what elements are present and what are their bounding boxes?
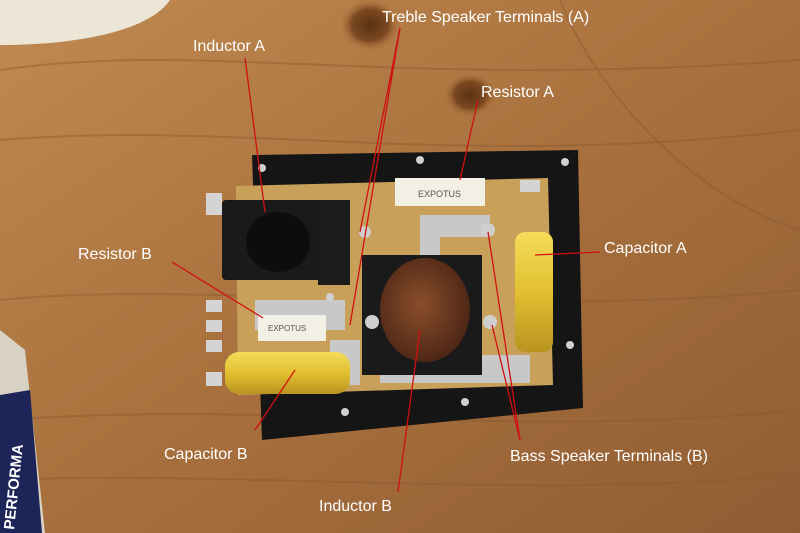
resistor-b [258, 315, 326, 341]
label-bass-terminals: Bass Speaker Terminals (B) [510, 448, 708, 465]
wood-knot [444, 73, 496, 117]
pointer-resistor-a [459, 99, 479, 181]
label-resistor-b: Resistor B [78, 246, 152, 263]
pointer-bass-1 [487, 231, 521, 441]
label-inductor-a: Inductor A [193, 38, 265, 55]
resistor-a [395, 178, 485, 206]
pointer-inductor-a [244, 57, 266, 213]
pointer-inductor-b [397, 329, 421, 493]
capacitor-b [225, 352, 350, 394]
pointer-resistor-b [171, 261, 264, 319]
inductor-a-bracket [318, 200, 350, 285]
pointer-treble-2 [349, 27, 401, 326]
white-object [0, 0, 170, 45]
wood-knot [340, 0, 400, 51]
pointer-bass-2 [491, 324, 521, 441]
capacitor-a [515, 232, 553, 352]
screw [483, 315, 497, 329]
screw [365, 315, 379, 329]
inductor-b [380, 258, 470, 362]
pointer-capacitor-a [534, 251, 601, 256]
screw [481, 223, 495, 237]
terminal-tabs [206, 180, 540, 386]
screw [326, 293, 334, 301]
label-capacitor-b: Capacitor B [164, 446, 248, 463]
label-resistor-a: Resistor A [481, 84, 554, 101]
label-capacitor-a: Capacitor A [604, 240, 687, 257]
label-inductor-b: Inductor B [319, 498, 392, 515]
pointer-treble-1 [359, 27, 401, 233]
pointer-lines [171, 27, 601, 493]
pointer-capacitor-b [254, 369, 296, 431]
label-treble-terminals: Treble Speaker Terminals (A) [382, 9, 589, 26]
resistor-b-marking: EXPOTUS [268, 324, 306, 333]
inductor-a [246, 212, 310, 272]
resistor-a-marking: EXPOTUS [418, 189, 461, 199]
magazine-spine [0, 390, 42, 533]
